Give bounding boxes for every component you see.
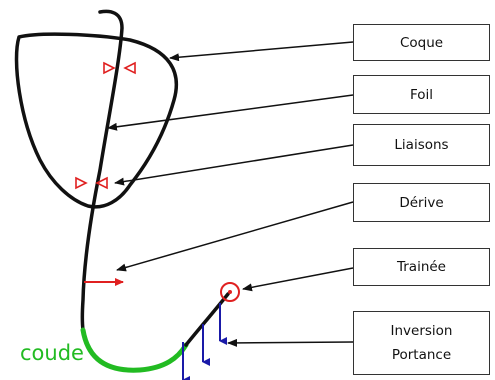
leader-foil <box>107 94 354 131</box>
label-box-coque: Coque <box>353 24 490 61</box>
label-coude: coude <box>20 341 84 365</box>
liaison-symbol-lower <box>75 176 108 190</box>
label-foil: Foil <box>409 86 434 103</box>
coude-bend <box>80 327 189 373</box>
leader-trainee <box>242 267 354 292</box>
hull-outline <box>14 32 179 209</box>
foil-tip <box>184 292 230 347</box>
label-derive: Dérive <box>399 194 444 211</box>
label-portance: Portance <box>391 347 452 363</box>
foil-main <box>80 9 124 332</box>
leader-inversion <box>227 338 354 347</box>
label-coque: Coque <box>399 34 444 51</box>
label-box-foil: Foil <box>353 75 490 114</box>
liaison-symbol-upper <box>103 61 136 75</box>
label-liaisons: Liaisons <box>394 137 449 153</box>
label-trainee: Trainée <box>396 259 446 275</box>
trainee-symbol <box>220 282 240 302</box>
leader-derive <box>116 201 354 272</box>
label-box-inversion-portance: Inversion Portance <box>353 311 490 375</box>
label-box-trainee: Trainée <box>353 248 490 286</box>
leader-liaisons <box>114 144 354 186</box>
label-box-liaisons: Liaisons <box>353 124 490 166</box>
leader-coque <box>169 41 354 62</box>
label-inversion: Inversion <box>390 323 453 339</box>
label-box-derive: Dérive <box>353 183 490 222</box>
